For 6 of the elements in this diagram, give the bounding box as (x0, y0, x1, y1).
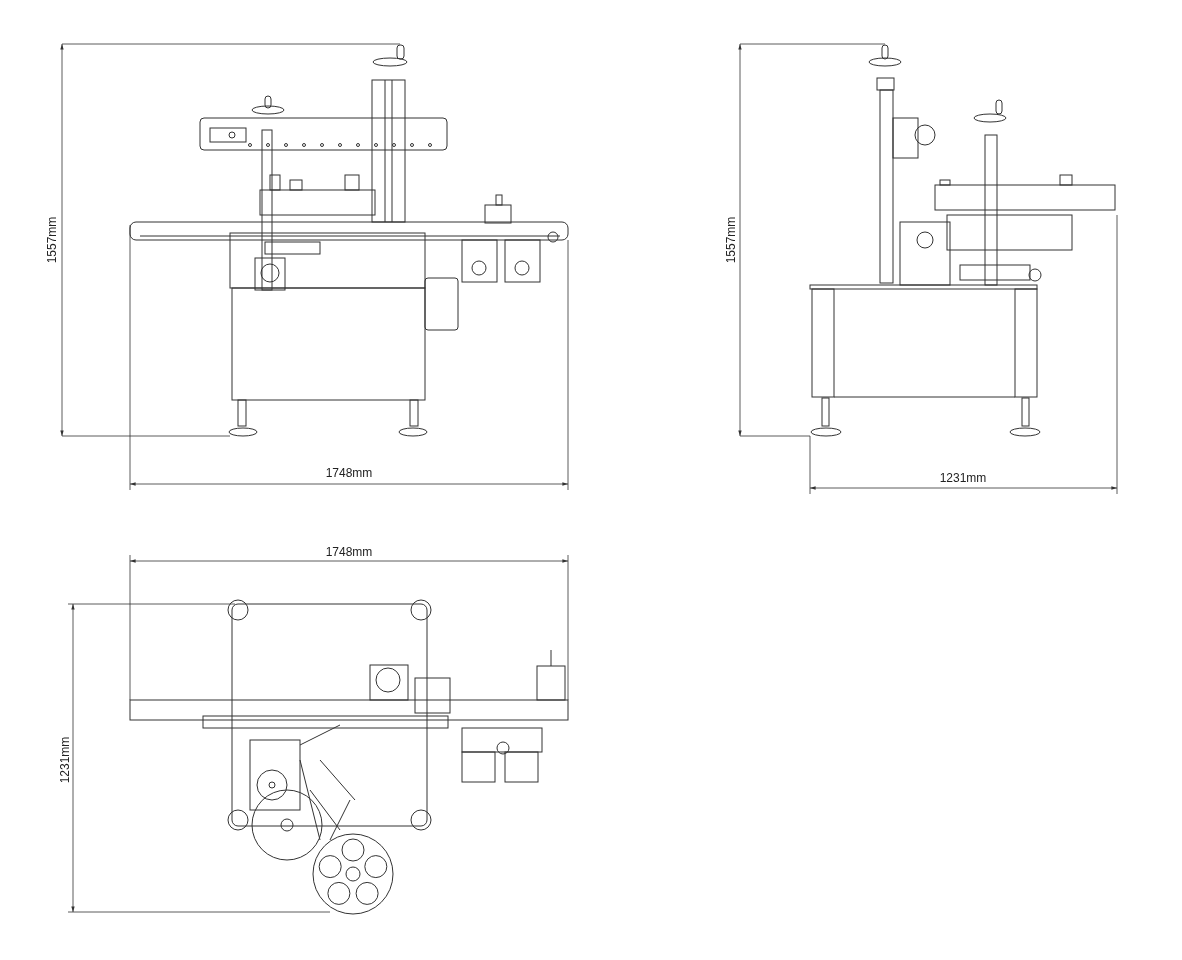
dimension-label: 1231mm (937, 471, 989, 485)
dimension-label: 1748mm (323, 466, 375, 480)
dimension-label: 1557mm (45, 214, 59, 266)
dimension-label: 1748mm (323, 545, 375, 559)
dimension-label: 1231mm (58, 734, 72, 786)
dimension-label: 1557mm (724, 214, 738, 266)
